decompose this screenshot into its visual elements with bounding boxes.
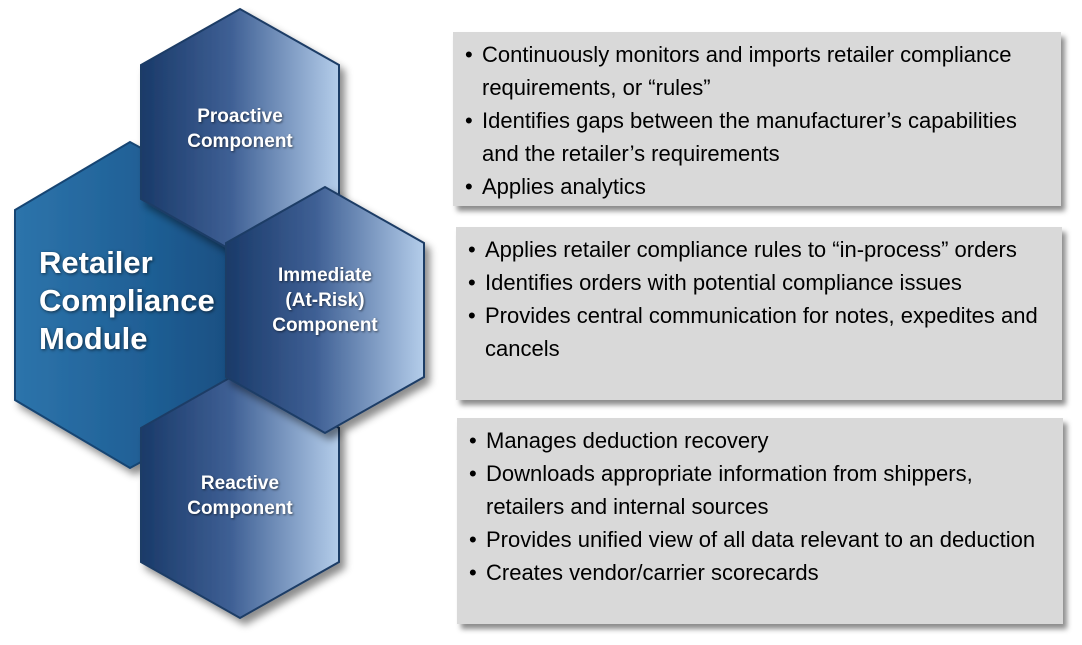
bullet-list: Applies retailer compliance rules to “in… <box>468 233 1050 365</box>
bullet-item: Identifies orders with potential complia… <box>468 266 1050 299</box>
component-label-line: (At-Risk) <box>285 290 365 311</box>
bullet-item: Provides central communication for notes… <box>468 299 1050 365</box>
bullet-item: Continuously monitors and imports retail… <box>465 38 1049 104</box>
component-label-line: Proactive <box>197 106 283 127</box>
module-title: Retailer Compliance Module <box>39 244 239 358</box>
module-title-line: Retailer <box>39 245 153 280</box>
proactive-component-label: Proactive Component <box>160 104 320 154</box>
bullet-item: Downloads appropriate information from s… <box>469 457 1051 523</box>
reactive-component-label: Reactive Component <box>160 471 320 521</box>
bullet-item: Applies retailer compliance rules to “in… <box>468 233 1050 266</box>
bullet-item: Identifies gaps between the manufacturer… <box>465 104 1049 170</box>
module-title-line: Module <box>39 321 148 356</box>
immediate-component-label: Immediate (At-Risk) Component <box>245 263 405 338</box>
bullet-item: Provides unified view of all data releva… <box>469 523 1051 556</box>
reactive-description-panel: Manages deduction recovery Downloads app… <box>457 418 1063 624</box>
bullet-list: Manages deduction recovery Downloads app… <box>469 424 1051 589</box>
component-label-line: Immediate <box>278 265 372 286</box>
immediate-description-panel: Applies retailer compliance rules to “in… <box>456 227 1062 400</box>
component-label-line: Component <box>187 131 293 152</box>
proactive-description-panel: Continuously monitors and imports retail… <box>453 32 1061 206</box>
immediate-hexagon <box>225 185 425 435</box>
module-title-line: Compliance <box>39 283 215 318</box>
bullet-item: Manages deduction recovery <box>469 424 1051 457</box>
bullet-item: Applies analytics <box>465 170 1049 203</box>
bullet-list: Continuously monitors and imports retail… <box>465 38 1049 203</box>
bullet-item: Creates vendor/carrier scorecards <box>469 556 1051 589</box>
component-label-line: Component <box>272 315 378 336</box>
component-label-line: Reactive <box>200 473 280 494</box>
component-label-line: Component <box>187 498 293 519</box>
